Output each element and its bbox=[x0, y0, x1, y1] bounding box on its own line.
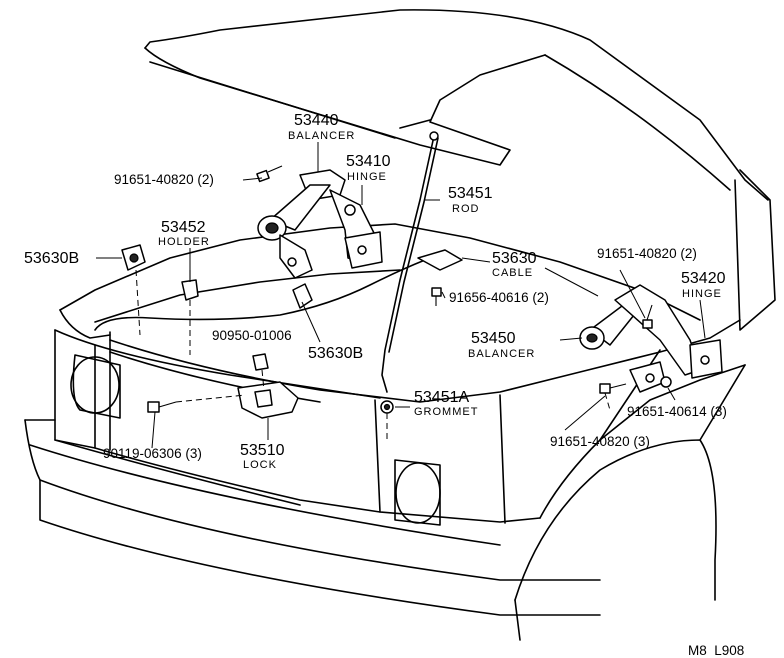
part-name: HINGE bbox=[347, 171, 387, 183]
callout-90950: 90950-01006 bbox=[212, 328, 292, 343]
part-number: 53420 bbox=[681, 270, 726, 287]
part-number: 53451 bbox=[448, 185, 493, 202]
part-number: 53630 bbox=[492, 250, 537, 267]
cable-bolt bbox=[431, 287, 442, 306]
vehicle-outline bbox=[24, 9, 776, 641]
part-name: LOCK bbox=[243, 459, 277, 471]
callout-91656-40616: 91656-40616 (2) bbox=[449, 290, 549, 305]
hood-lock bbox=[147, 381, 299, 419]
part-number: 53450 bbox=[471, 330, 516, 347]
leader-lines bbox=[96, 142, 706, 449]
part-name: BALANCER bbox=[288, 130, 355, 142]
part-number: 53630B bbox=[24, 250, 79, 267]
grommet bbox=[380, 400, 394, 414]
part-number: 53451A bbox=[414, 389, 469, 406]
part-name: CABLE bbox=[492, 267, 533, 279]
callout-53630: 53630 CABLE bbox=[492, 250, 537, 279]
callout-53452: 53452 HOLDER bbox=[158, 219, 210, 248]
right-hinge-balancer bbox=[579, 284, 723, 394]
part-name: HINGE bbox=[682, 288, 722, 300]
callout-53510: 53510 LOCK bbox=[240, 442, 285, 471]
callout-90119-06306: 90119-06306 (3) bbox=[103, 446, 202, 461]
assembly-dashed-lines bbox=[135, 269, 611, 440]
center-clip-53630B bbox=[292, 283, 313, 309]
release-cable bbox=[94, 249, 463, 331]
lock-bolt bbox=[147, 401, 177, 413]
part-number: 91651-40820 (2) bbox=[597, 246, 697, 261]
part-number: 53630B bbox=[308, 345, 363, 362]
callout-91651-40820-left: 91651-40820 (2) bbox=[114, 172, 214, 187]
callout-91651-40614: 91651-40614 (3) bbox=[627, 404, 727, 419]
callout-53630B-left: 53630B bbox=[24, 250, 79, 267]
part-number: 90119-06306 (3) bbox=[103, 446, 202, 461]
hood-rod bbox=[381, 131, 439, 393]
callout-53450: 53450 BALANCER bbox=[468, 330, 535, 360]
callout-53410: 53410 HINGE bbox=[346, 153, 391, 183]
left-hinge-balancer bbox=[256, 165, 383, 279]
callout-53420: 53420 HINGE bbox=[681, 270, 726, 300]
right-hinge-bolt bbox=[642, 304, 653, 329]
left-clip-53630B bbox=[121, 244, 146, 271]
callout-53451: 53451 ROD bbox=[448, 185, 493, 215]
part-number: 91651-40614 (3) bbox=[627, 404, 727, 419]
callout-53440: 53440 BALANCER bbox=[288, 112, 355, 142]
part-number: 91651-40820 (3) bbox=[550, 434, 650, 449]
part-name: GROMMET bbox=[414, 406, 478, 418]
diagram-code: M8 L908 bbox=[688, 643, 744, 658]
part-number: 91651-40820 (2) bbox=[114, 172, 214, 187]
callout-91651-40820-lower: 91651-40820 (3) bbox=[550, 434, 650, 449]
part-name: HOLDER bbox=[158, 236, 210, 248]
holder-53452 bbox=[181, 270, 199, 301]
part-number: 91656-40616 (2) bbox=[449, 290, 549, 305]
part-number: 90950-01006 bbox=[212, 328, 292, 343]
part-name: BALANCER bbox=[468, 348, 535, 360]
callout-53451A: 53451A GROMMET bbox=[414, 389, 478, 418]
right-headlight bbox=[394, 459, 441, 526]
part-number: 53410 bbox=[346, 153, 391, 170]
right-lower-bolt bbox=[599, 383, 627, 394]
cushion-90950 bbox=[252, 353, 269, 371]
right-nut bbox=[660, 376, 672, 388]
part-number: 53510 bbox=[240, 442, 285, 459]
left-headlight bbox=[70, 354, 121, 419]
left-hinge-bolt bbox=[256, 165, 283, 183]
part-number: 53440 bbox=[294, 112, 339, 129]
part-name: ROD bbox=[452, 203, 479, 215]
callout-91651-40820-right: 91651-40820 (2) bbox=[597, 246, 697, 261]
callout-53630B-center: 53630B bbox=[308, 345, 363, 362]
part-number: 53452 bbox=[161, 219, 206, 236]
